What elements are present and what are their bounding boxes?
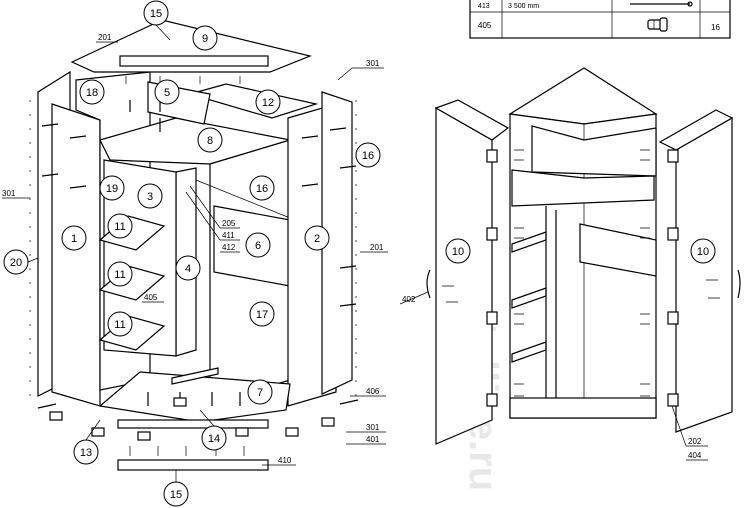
hw-205: 205 bbox=[222, 219, 236, 228]
cabinet-rail bbox=[579, 223, 657, 277]
hw-405: 405 bbox=[144, 293, 158, 302]
table-row-qty: 16 bbox=[711, 23, 720, 32]
part-2-label: 2 bbox=[314, 233, 320, 245]
part-10-left-label: 10 bbox=[452, 246, 464, 258]
panel-1 bbox=[51, 103, 101, 407]
hardware-labels-left: 201 301 301 205 411 412 201 405 406 301 … bbox=[2, 33, 388, 466]
part-16-label: 16 bbox=[256, 183, 268, 195]
hw-410: 410 bbox=[278, 456, 292, 465]
door-handle-left bbox=[426, 269, 431, 299]
hw-406: 406 bbox=[366, 387, 380, 396]
hw-202: 202 bbox=[688, 437, 702, 446]
hw-301-top: 301 bbox=[366, 59, 380, 68]
hw-402: 402 bbox=[402, 295, 416, 304]
part-11c-label: 11 bbox=[114, 319, 125, 331]
part-5-label: 5 bbox=[164, 87, 170, 99]
plinth-pins bbox=[125, 76, 245, 456]
panel-7 bbox=[98, 371, 291, 423]
part-20-label: 20 bbox=[10, 257, 22, 269]
table-row-code: 405 bbox=[478, 21, 492, 30]
door-left-edge bbox=[434, 99, 510, 141]
cabinet-base bbox=[509, 397, 657, 419]
part-13-label: 13 bbox=[80, 447, 92, 459]
hw-301-bottom: 301 bbox=[366, 423, 380, 432]
part-11b-label: 11 bbox=[114, 269, 125, 281]
door-right bbox=[675, 116, 733, 433]
part-18-label: 18 bbox=[86, 87, 98, 99]
part-17-label: 17 bbox=[256, 309, 268, 321]
table-row-top-code: 413 bbox=[478, 3, 490, 10]
part-16-right-label: 16 bbox=[362, 150, 374, 162]
part-1-label: 1 bbox=[71, 233, 77, 245]
hw-401: 401 bbox=[366, 435, 380, 444]
part-7-label: 7 bbox=[257, 387, 263, 399]
part-10-right-label: 10 bbox=[697, 246, 709, 258]
rail-14 bbox=[117, 419, 269, 429]
hw-201-right: 201 bbox=[370, 243, 384, 252]
strip-13 bbox=[171, 367, 219, 385]
cabinet-inner-top bbox=[531, 125, 657, 177]
cabinet-top bbox=[508, 67, 658, 125]
part-11a-label: 11 bbox=[114, 221, 125, 233]
hw-412: 412 bbox=[222, 243, 236, 252]
part-6-label: 6 bbox=[255, 240, 261, 252]
table-row-top-desc: 3 500 mm bbox=[508, 3, 539, 10]
cabinet-inner-compartment bbox=[511, 169, 655, 207]
panel-12 bbox=[187, 83, 319, 119]
hinge-set bbox=[442, 149, 720, 407]
exploded-view: 15 9 18 5 12 8 16 19 3 16 11 1 2 6 20 4 … bbox=[2, 0, 388, 507]
part-14-label: 14 bbox=[208, 433, 220, 445]
part-19-label: 19 bbox=[106, 183, 118, 195]
door-left bbox=[435, 106, 493, 445]
part-8-label: 8 bbox=[207, 135, 213, 147]
foot-set bbox=[49, 397, 335, 441]
hw-404: 404 bbox=[688, 451, 702, 460]
screw-set bbox=[29, 100, 359, 409]
part-15-top-label: 15 bbox=[150, 8, 162, 20]
hw-201-top: 201 bbox=[98, 33, 112, 42]
part-4-label: 4 bbox=[185, 263, 191, 275]
hw-411: 411 bbox=[222, 231, 235, 240]
door-handle-right bbox=[737, 269, 741, 299]
part-15-bottom-label: 15 bbox=[170, 489, 182, 501]
part-3-label: 3 bbox=[147, 191, 153, 203]
door-right-edge bbox=[658, 109, 734, 151]
plinth-15-bottom bbox=[117, 459, 269, 471]
assembled-view: 10 10 402 202 404 bbox=[399, 67, 741, 461]
plinth-15-top bbox=[119, 55, 269, 67]
part-12-label: 12 bbox=[262, 97, 274, 109]
part-labels-left: 15 9 18 5 12 8 16 19 3 16 11 1 2 6 20 4 … bbox=[3, 0, 381, 507]
connector-pin-icon bbox=[647, 17, 668, 32]
hw-301-left: 301 bbox=[2, 189, 16, 198]
hardware-table: 413 3 500 mm 405 16 bbox=[469, 0, 731, 39]
part-9-label: 9 bbox=[202, 33, 208, 45]
